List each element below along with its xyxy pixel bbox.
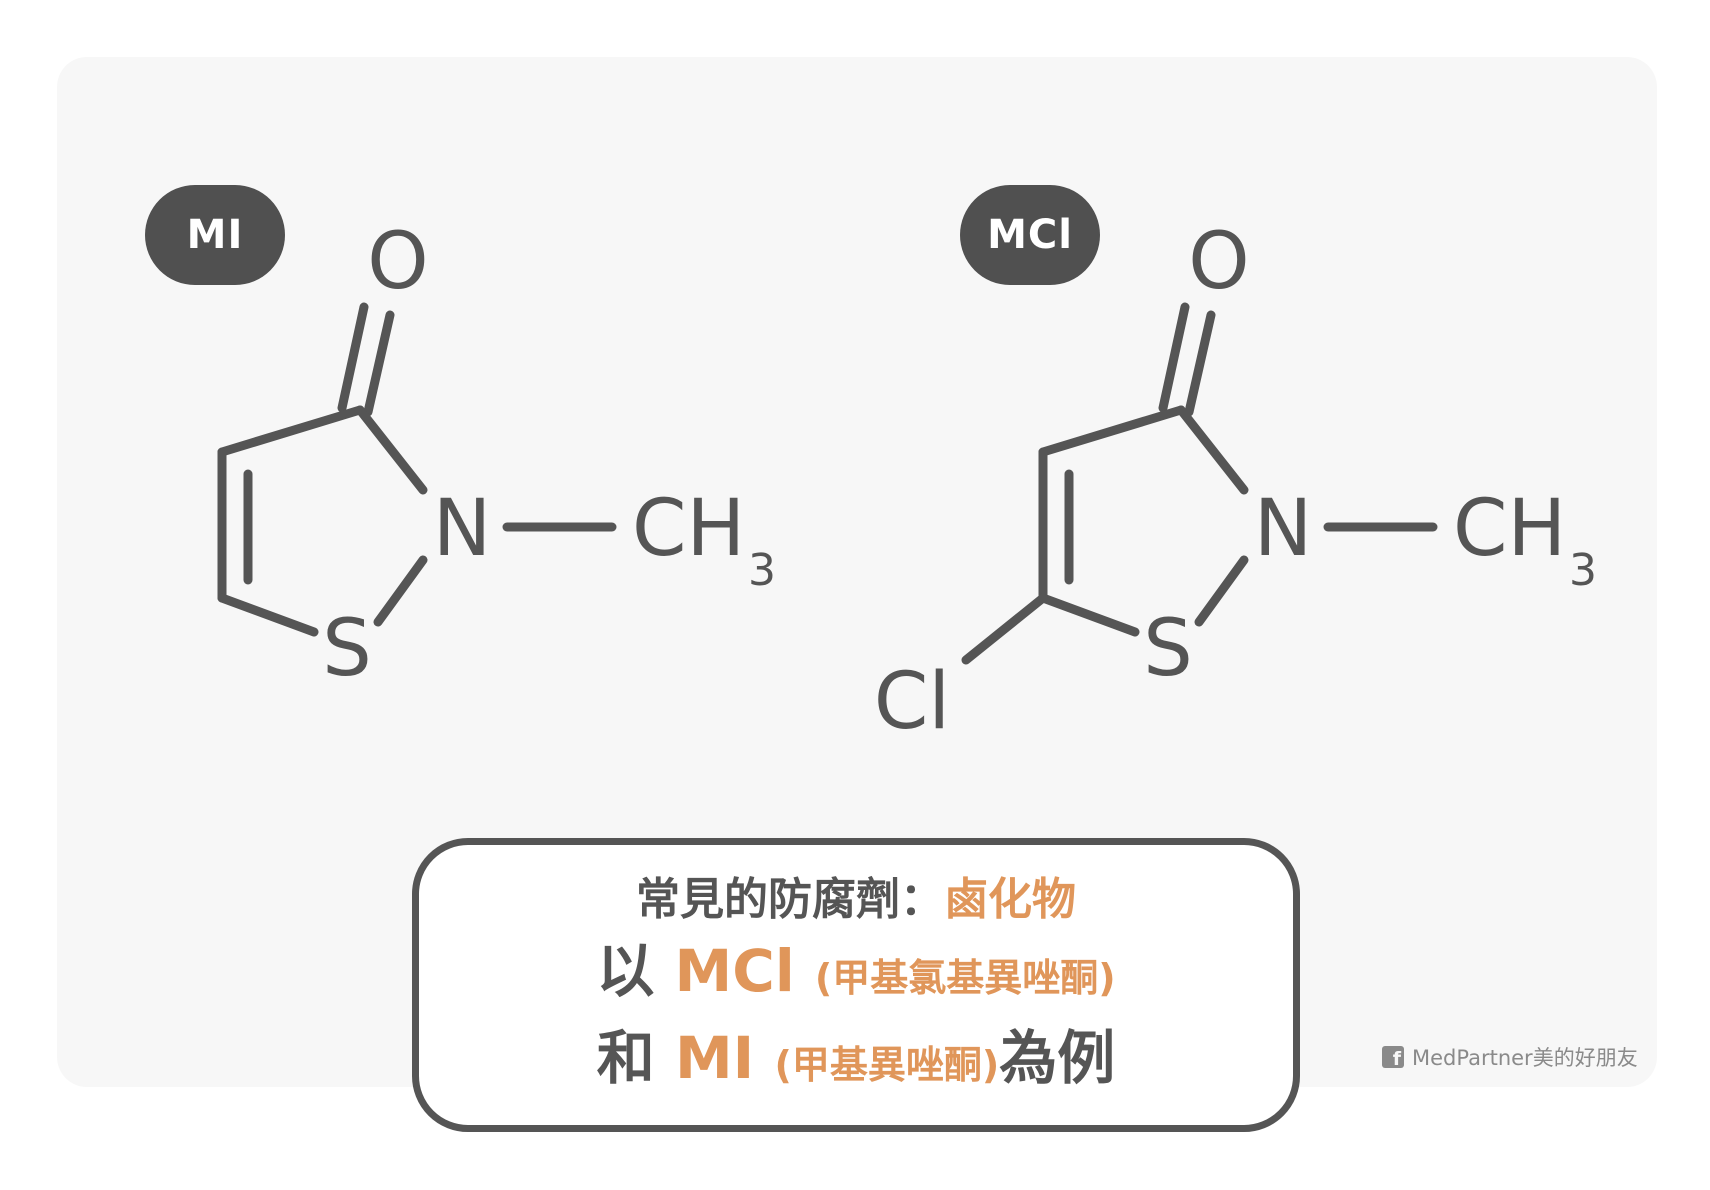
mi-carbonyl-bond-b bbox=[363, 310, 395, 417]
mi-c3-c4-bond bbox=[217, 405, 365, 457]
caption-line-1-prefix: 常見的防腐劑： bbox=[636, 874, 944, 925]
mi-carbonyl-bond-a bbox=[337, 302, 369, 413]
facebook-icon: f bbox=[1382, 1046, 1404, 1068]
caption-line-3-accent: MI bbox=[674, 1024, 755, 1092]
caption-box: 常見的防腐劑：鹵化物 以 MCl (甲基氯基異唑酮) 和 MI (甲基異唑酮)為… bbox=[412, 838, 1300, 1132]
mcl-sulfur-atom: S bbox=[1143, 604, 1193, 694]
caption-line-2-accent: MCl bbox=[674, 937, 795, 1005]
caption-line-2-paren: (甲基氯基異唑酮) bbox=[814, 956, 1116, 1000]
caption-line-3-prefix: 和 bbox=[596, 1024, 675, 1092]
mi-n-s-bond bbox=[373, 555, 428, 627]
caption-line-3-paren: (甲基異唑酮) bbox=[774, 1043, 1000, 1087]
mcl-methyl-subscript: 3 bbox=[1569, 545, 1597, 596]
mi-methyl-group: CH bbox=[632, 484, 745, 574]
mcl-c5-s-bond bbox=[1038, 593, 1140, 637]
mcl-methyl-group: CH bbox=[1453, 484, 1566, 574]
mi-c5-s-bond bbox=[217, 593, 319, 637]
mi-badge: MI bbox=[145, 185, 285, 285]
mcl-n-s-bond bbox=[1194, 555, 1249, 627]
mcl-bonds bbox=[961, 302, 1438, 665]
caption-line-1: 常見的防腐劑：鹵化物 bbox=[636, 869, 1076, 931]
mcl-c3-n-bond bbox=[1176, 405, 1249, 495]
mcl-carbonyl-bond-b bbox=[1184, 310, 1216, 417]
mi-methyl-subscript: 3 bbox=[748, 545, 776, 596]
mcl-badge: MCl bbox=[960, 185, 1100, 285]
mi-sulfur-atom: S bbox=[322, 604, 372, 694]
mcl-oxygen-atom: O bbox=[1188, 217, 1249, 307]
mcl-c5-cl-bond bbox=[961, 593, 1048, 665]
mi-bonds bbox=[217, 302, 617, 637]
watermark: f MedPartner美的好朋友 bbox=[1382, 1042, 1638, 1072]
caption-line-2-prefix: 以 bbox=[596, 937, 675, 1005]
caption-line-3-suffix: 為例 bbox=[999, 1024, 1116, 1092]
mi-structure: O N S CH 3 bbox=[217, 217, 776, 694]
caption-line-2: 以 MCl (甲基氯基異唑酮) bbox=[596, 931, 1115, 1018]
mi-nitrogen-atom: N bbox=[433, 484, 491, 574]
watermark-text: MedPartner美的好朋友 bbox=[1412, 1046, 1638, 1070]
mcl-carbonyl-bond-a bbox=[1158, 302, 1190, 413]
mi-c3-n-bond bbox=[355, 405, 428, 495]
caption-line-3: 和 MI (甲基異唑酮)為例 bbox=[597, 1018, 1115, 1105]
mi-oxygen-atom: O bbox=[367, 217, 428, 307]
mcl-c3-c4-bond bbox=[1038, 405, 1186, 457]
caption-line-1-accent: 鹵化物 bbox=[944, 874, 1076, 925]
mcl-nitrogen-atom: N bbox=[1254, 484, 1312, 574]
mcl-structure: O N S CH 3 Cl bbox=[874, 217, 1597, 747]
mcl-chlorine-atom: Cl bbox=[874, 657, 950, 747]
